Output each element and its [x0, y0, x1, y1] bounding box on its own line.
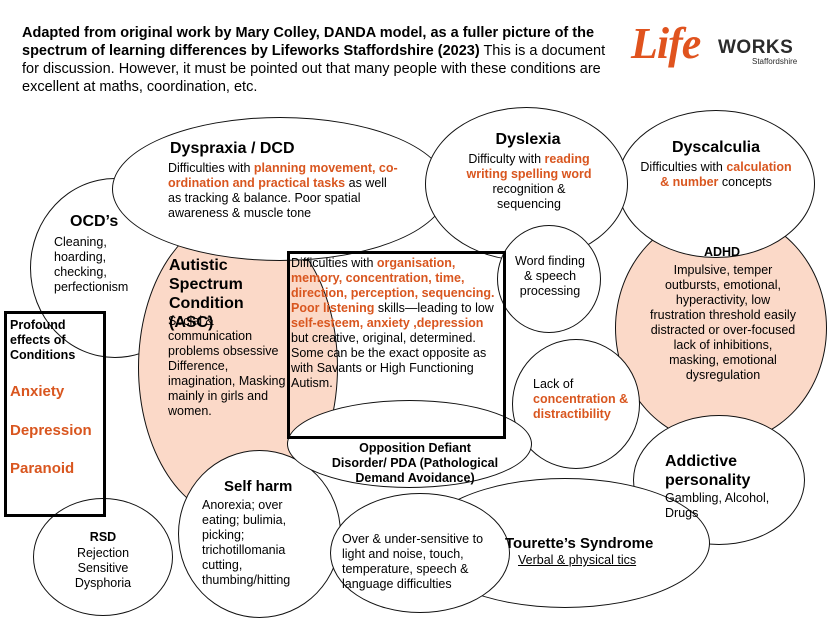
logo-life: Life — [631, 19, 701, 68]
logo-staffordshire: Staffordshire — [752, 57, 798, 66]
dyspraxia-t1: Difficulties with — [168, 161, 254, 175]
dyslexia-t1: Difficulty with — [468, 152, 545, 166]
concentration-t1: Lack of — [533, 377, 574, 391]
profound-item-depression: Depression — [10, 422, 92, 439]
profound-effects-box — [4, 311, 106, 517]
odd-text: Opposition Defiant Disorder/ PDA (Pathol… — [331, 441, 499, 485]
header-bold: Adapted from original work by Mary Colle… — [22, 25, 595, 59]
executive-highlight-1: organisation, memory, concentration, tim… — [291, 256, 495, 315]
executive-t3: but creative, original, determined. Some… — [291, 331, 487, 390]
addictive-title: Addictive personality — [665, 453, 751, 489]
adhd-title: ADHD — [703, 245, 741, 259]
ocd-text: Cleaning, hoarding, checking, perfection… — [54, 235, 129, 294]
dyscalculia-ellipse — [617, 110, 815, 258]
dyslexia-title: Dyslexia — [495, 131, 561, 148]
lifeworks-logo: Life WORKS Staffordshire — [631, 19, 811, 68]
concentration-ellipse — [512, 339, 640, 469]
concentration-text: Lack of concentration & distractibility — [533, 377, 633, 422]
profound-item-paranoid: Paranoid — [10, 460, 75, 477]
sensory-text: Over & under-sensitive to light and nois… — [342, 532, 484, 591]
executive-highlight-2: self-esteem, anxiety ,depression — [291, 316, 484, 330]
sensory-ellipse — [330, 493, 510, 613]
concentration-highlight: concentration & distractibility — [533, 392, 629, 421]
adhd-text: Impulsive, temper outbursts, emotional, … — [650, 263, 796, 382]
dyscalculia-t1: Difficulties with — [640, 160, 727, 174]
executive-t2: skills—leading to low — [374, 301, 494, 315]
autism-text: Social & communication problems obsessiv… — [168, 314, 286, 418]
header-normal: This is a document for discussion. Howev… — [22, 43, 606, 95]
rsd-title: RSD — [89, 530, 117, 544]
dyscalculia-highlight: calculation & number — [660, 160, 792, 189]
dyscalculia-title: Dyscalculia — [671, 139, 761, 156]
profound-item-anxiety: Anxiety — [10, 383, 65, 400]
ocd-title: OCD’s — [70, 213, 119, 230]
word-finding-ellipse — [497, 225, 601, 333]
rsd-ellipse — [33, 498, 173, 616]
executive-t1: Difficulties with — [291, 256, 377, 270]
selfharm-ellipse — [178, 450, 341, 618]
dyscalculia-t2: concepts — [718, 175, 772, 189]
dyspraxia-title: Dyspraxia / DCD — [170, 140, 295, 157]
dyslexia-text: Difficulty with reading writing spelling… — [462, 152, 596, 212]
dyslexia-t2: recognition & sequencing — [492, 182, 566, 211]
tourette-title: Tourette’s Syndrome — [505, 535, 654, 552]
dyscalculia-text: Difficulties with calculation & number c… — [640, 160, 792, 190]
dyspraxia-t2: as well as tracking & balance. Poor spat… — [168, 176, 387, 220]
logo-works: WORKS — [718, 37, 794, 58]
dyspraxia-ellipse — [112, 117, 448, 261]
tourette-text: Verbal & physical tics — [518, 553, 637, 567]
selfharm-title: Self harm — [224, 478, 293, 495]
word-finding-text: Word finding & speech processing — [515, 254, 585, 298]
profound-title: Profound effects of Conditions — [10, 318, 76, 362]
odd-ellipse — [287, 400, 532, 488]
dyslexia-highlight: reading writing spelling word — [466, 152, 592, 181]
executive-text: Difficulties with organisation, memory, … — [291, 256, 501, 391]
dyspraxia-text: Difficulties with planning movement, co-… — [168, 161, 400, 221]
rsd-text: Rejection Sensitive Dysphoria — [74, 546, 132, 590]
addictive-text: Gambling, Alcohol, Drugs — [665, 491, 770, 520]
selfharm-text: Anorexia; over eating; bulimia, picking;… — [202, 498, 291, 587]
dyspraxia-highlight: planning movement, co-ordination and pra… — [168, 161, 398, 190]
autism-title: Autistic Spectrum Condition (ASC) — [169, 257, 244, 331]
executive-function-box — [287, 251, 506, 439]
header-text: Adapted from original work by Mary Colle… — [22, 24, 622, 96]
